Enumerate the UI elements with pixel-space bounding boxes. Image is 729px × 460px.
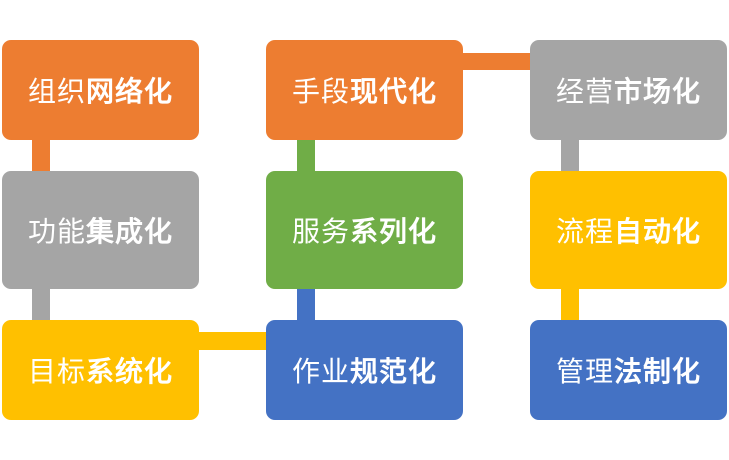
node-label-emphasis: 法制化	[614, 355, 702, 388]
connector-b4-b7	[32, 289, 50, 320]
node-label-emphasis: 网络化	[86, 75, 174, 108]
node-label-emphasis: 系统化	[86, 355, 174, 388]
node-label-prefix: 作业	[291, 355, 350, 388]
node-management: 管理法制化	[530, 320, 727, 420]
node-label-emphasis: 系列化	[350, 215, 438, 248]
node-goal: 目标系统化	[2, 320, 199, 420]
connector-b7-b8	[198, 332, 266, 350]
node-label-emphasis: 规范化	[350, 355, 438, 388]
connector-b5-b2	[297, 140, 315, 171]
node-label-prefix: 手段	[291, 75, 350, 108]
node-label-prefix: 流程	[555, 215, 614, 248]
node-label-prefix: 经营	[555, 75, 614, 108]
node-operation-standard: 作业规范化	[266, 320, 463, 420]
connector-b8-b5	[297, 289, 315, 320]
node-process: 流程自动化	[530, 171, 727, 289]
node-function: 功能集成化	[2, 171, 199, 289]
node-label-prefix: 功能	[27, 215, 86, 248]
connector-b6-b9	[561, 289, 579, 320]
node-label-prefix: 管理	[555, 355, 614, 388]
node-label-prefix: 目标	[27, 355, 86, 388]
connector-b1-b4	[32, 140, 50, 171]
connector-b2-b3	[463, 53, 530, 70]
node-label-prefix: 组织	[27, 75, 86, 108]
node-operation: 经营市场化	[530, 40, 727, 140]
node-label-emphasis: 集成化	[86, 215, 174, 248]
node-means: 手段现代化	[266, 40, 463, 140]
node-label-emphasis: 现代化	[350, 75, 438, 108]
node-label-emphasis: 自动化	[614, 215, 702, 248]
connector-b3-b6	[561, 140, 579, 171]
node-label-emphasis: 市场化	[614, 75, 702, 108]
node-label-prefix: 服务	[291, 215, 350, 248]
node-service: 服务系列化	[266, 171, 463, 289]
node-organization: 组织网络化	[2, 40, 199, 140]
